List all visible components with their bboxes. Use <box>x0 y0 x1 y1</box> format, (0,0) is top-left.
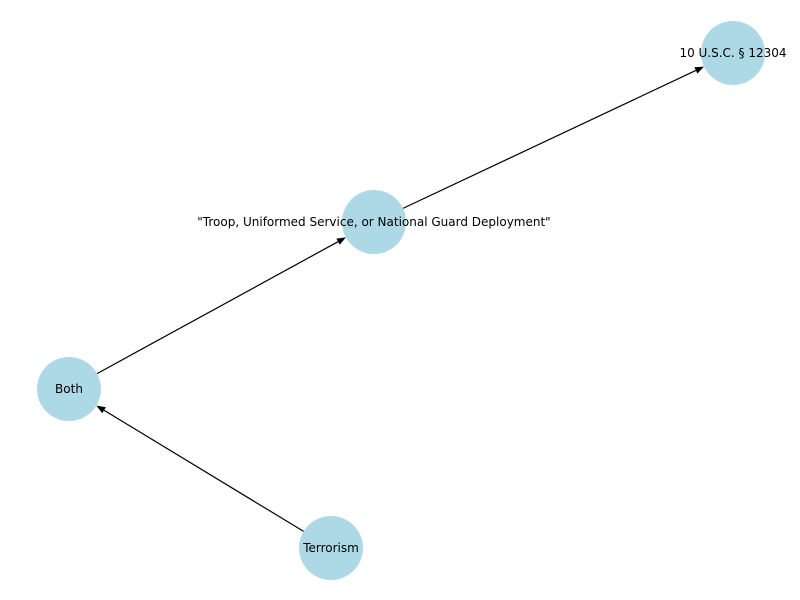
node-usc: 10 U.S.C. § 12304 <box>679 21 787 85</box>
edge-troop-to-usc <box>402 66 705 209</box>
node-circle <box>37 357 101 421</box>
nodes-layer: 10 U.S.C. § 12304 "Troop, Uniformed Servi… <box>37 21 787 580</box>
node-label: Both <box>55 382 83 396</box>
node-circle <box>299 516 363 580</box>
edge-line <box>103 409 304 532</box>
edge-both-to-troop <box>96 237 346 375</box>
node-label: Terrorism <box>302 541 359 555</box>
node-circle <box>701 21 765 85</box>
node-label: 10 U.S.C. § 12304 <box>679 46 786 60</box>
node-label: "Troop, Uniformed Service, or National G… <box>197 215 550 229</box>
node-terrorism: Terrorism <box>299 516 363 580</box>
edges-layer <box>96 66 705 532</box>
edge-line <box>402 69 697 209</box>
edge-line <box>96 241 339 375</box>
arrowhead-icon <box>694 66 705 74</box>
edge-terrorism-to-both <box>96 405 304 532</box>
node-both: Both <box>37 357 101 421</box>
arrowhead-icon <box>96 405 106 414</box>
node-circle <box>342 190 406 254</box>
node-troop: "Troop, Uniformed Service, or National G… <box>197 190 551 254</box>
arrowhead-icon <box>336 237 346 245</box>
